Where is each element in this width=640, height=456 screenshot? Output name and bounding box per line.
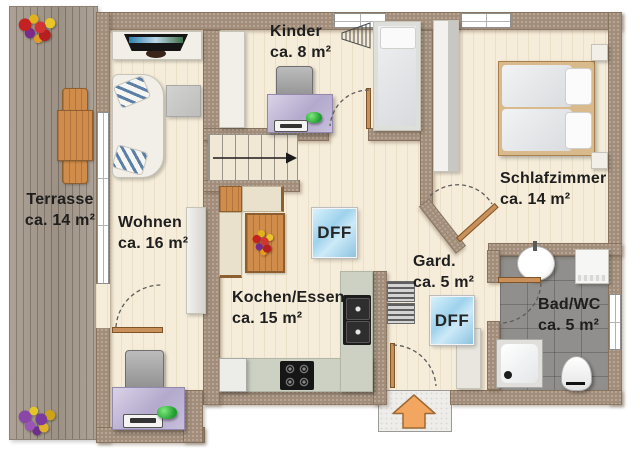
staircase: [208, 134, 298, 181]
coffee-table: [166, 85, 201, 117]
room-area: ca. 15 m²: [232, 310, 303, 327]
flower-pot-icon: [572, 207, 605, 239]
room-name: Kochen/Essen: [232, 289, 345, 306]
kitchen-sink: [343, 295, 371, 345]
nightstand: [591, 152, 608, 169]
kids-bedroom-wall: [420, 30, 433, 205]
bath-window: [609, 294, 621, 350]
shower: [496, 339, 543, 388]
wardrobe: [433, 20, 459, 172]
corner-bench-cushion: [242, 186, 284, 212]
outer-wall-bottom: [203, 390, 378, 405]
terrace-chair: [62, 159, 88, 184]
room-label-bad-wc: Bad/WC ca. 5 m²: [538, 294, 601, 336]
skylight-dff-2: DFF: [429, 295, 475, 346]
bath-door-leaf: [498, 277, 541, 283]
room-label-terrasse: Terrasse ca. 14 m²: [18, 189, 102, 231]
cooktop: [280, 361, 314, 390]
room-label-gard: Gard. ca. 5 m²: [413, 251, 474, 293]
keyboard-icon: [123, 414, 163, 428]
corner-bench: [219, 186, 242, 212]
corner-bench-cushion: [219, 212, 242, 278]
room-label-kinder: Kinder ca. 8 m²: [270, 21, 331, 63]
room-label-schlafzimmer: Schlafzimmer ca. 14 m²: [500, 168, 606, 210]
kids-room-door-leaf: [366, 88, 371, 129]
toilet: [561, 356, 592, 391]
outer-wall-bottom: [450, 390, 622, 405]
kids-room-bottom-wall: [368, 128, 432, 141]
bath-left-wall: [487, 250, 500, 283]
wardrobe: [219, 31, 245, 128]
tv-stand: [146, 49, 166, 58]
room-name: Schlafzimmer: [500, 170, 607, 187]
radiator-icon: [387, 303, 415, 324]
bathroom-sink: [517, 246, 555, 281]
table-flowers-icon: [251, 227, 274, 257]
living-bottom-wall: [96, 427, 205, 443]
window: [461, 13, 511, 28]
room-label-wohnen: Wohnen ca. 16 m²: [118, 212, 188, 254]
terrace-deck: [9, 6, 98, 440]
flower-pot-icon: [14, 404, 58, 436]
radiator-icon: [387, 281, 415, 302]
room-area: ca. 14 m²: [24, 212, 96, 229]
dishwasher: [219, 358, 247, 392]
room-name: Wohnen: [118, 214, 183, 231]
desk-accessory: [157, 406, 177, 419]
terrace-window: [97, 112, 109, 284]
skylight-dff-1: DFF: [311, 207, 358, 259]
terrace-door-opening: [96, 284, 110, 328]
living-kitchen-wall: [203, 30, 220, 405]
room-label-kochen-essen: Kochen/Essen ca. 15 m²: [232, 287, 345, 329]
flower-pot-icon: [14, 12, 58, 44]
entrance-door-leaf: [390, 343, 395, 388]
room-name: Bad/WC: [538, 296, 601, 313]
room-name: Terrasse: [26, 191, 94, 208]
room-name: Gard.: [413, 253, 456, 270]
terrace-table: [57, 110, 93, 161]
terrace-door-leaf: [112, 327, 163, 333]
office-chair: [125, 350, 164, 391]
room-area: ca. 5 m²: [413, 274, 475, 291]
room-area: ca. 16 m²: [118, 235, 189, 252]
entrance-pad: [378, 390, 452, 432]
kitchen-hall-wall: [373, 271, 387, 405]
keyboard-icon: [274, 120, 308, 132]
washing-machine: [575, 249, 609, 284]
desk-accessory: [306, 112, 322, 123]
double-bed: [498, 61, 595, 156]
nightstand: [591, 44, 608, 61]
room-area: ca. 5 m²: [538, 317, 600, 334]
cabinet: [186, 207, 206, 314]
room-area: ca. 14 m²: [500, 191, 571, 208]
faucet-icon: [533, 241, 537, 251]
living-step-wall: [183, 390, 203, 443]
tv-icon: [124, 34, 188, 51]
single-bed: [373, 21, 421, 131]
room-name: Kinder: [270, 23, 322, 40]
room-area: ca. 8 m²: [270, 44, 332, 61]
